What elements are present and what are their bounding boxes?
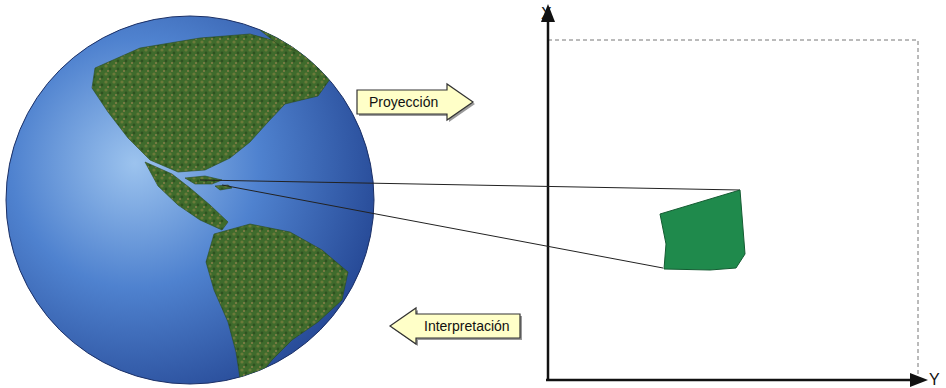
projection-line [222, 185, 663, 268]
arrow-outline [390, 308, 520, 344]
axis-label: Y [929, 372, 940, 388]
globe [6, 16, 374, 384]
arrow-label: Proyección [369, 95, 438, 109]
frame-outline [548, 40, 918, 380]
projected-region [660, 190, 745, 270]
continents [92, 22, 348, 382]
arrow-box: Interpretación [390, 308, 520, 344]
x-axis [547, 14, 550, 380]
axis-arrowhead [910, 373, 928, 387]
axis-label: X [541, 6, 552, 22]
y-axis [546, 379, 920, 382]
projection-line [200, 180, 740, 190]
arrow-label: Interpretación [424, 319, 510, 333]
axis-arrowhead [541, 4, 555, 22]
arrow-outline [357, 84, 473, 120]
arrow-box: Proyección [357, 84, 473, 120]
